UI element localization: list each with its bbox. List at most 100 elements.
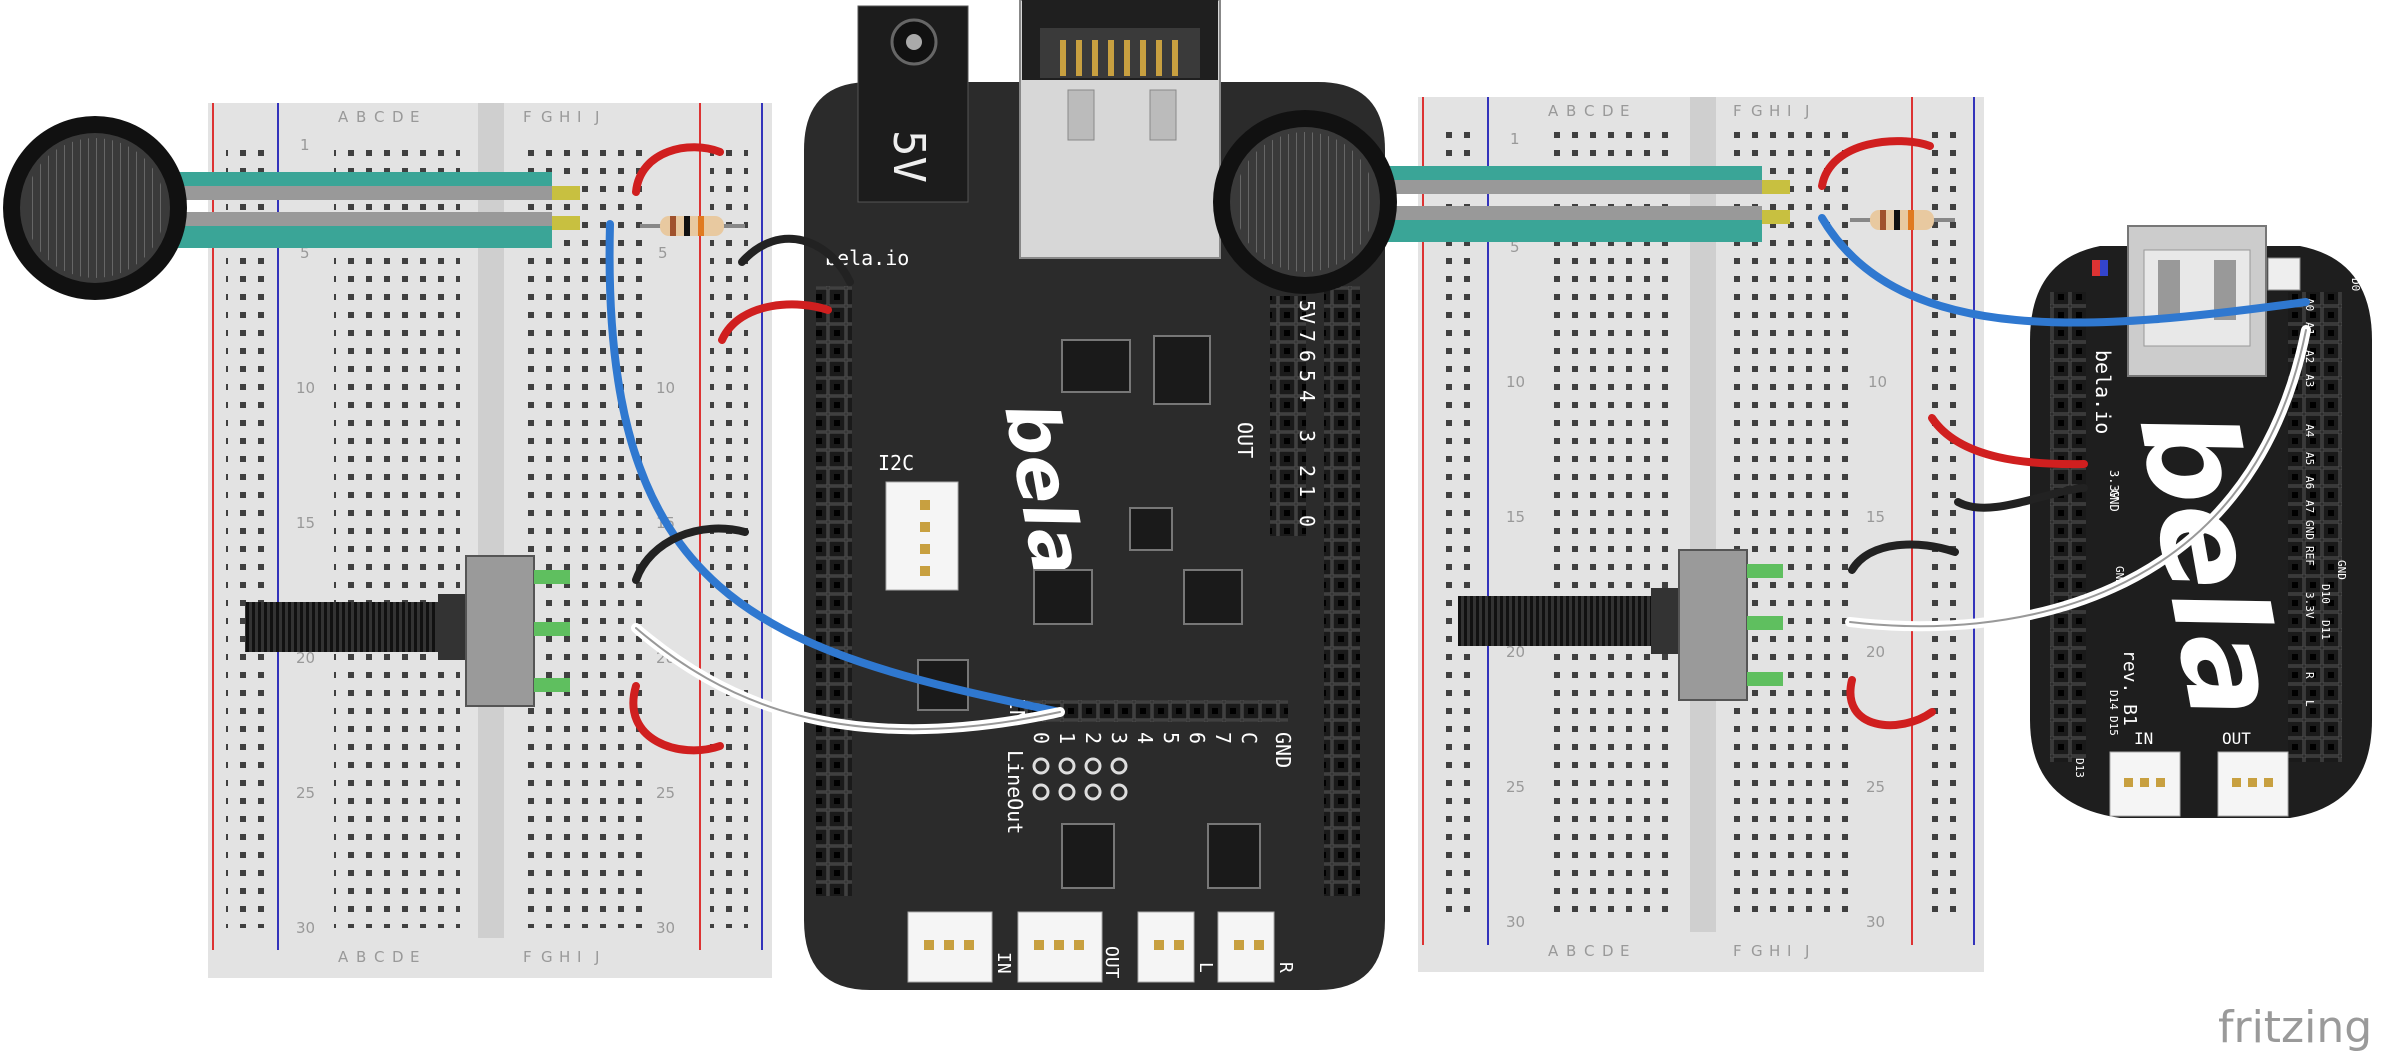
col-letter: C [1584,942,1594,960]
col-letter: I [577,948,581,966]
pin-label: D1 [2371,278,2384,291]
pin-label: A3 [2303,374,2316,387]
col-letter: J [594,108,599,126]
wire-blue [1818,214,2310,327]
pin-label: D12 [2371,758,2384,778]
row-number: 5 [300,244,310,262]
col-letter: E [410,948,419,966]
col-letter: I [1787,102,1791,120]
row-number: 20 [1866,643,1885,661]
power-jack-icon: 5V [857,5,969,203]
mini-left-pin-labels: 3.3V GND [2107,470,2121,512]
col-letter: I [1787,942,1791,960]
pin-label: 5 [1295,370,1319,382]
wire-red [1928,414,2088,469]
fsr-sensor-right-icon [1213,110,1790,294]
col-letter: A [1548,942,1559,960]
pin-label: 3.3V [2107,470,2121,499]
pin-label: D11 [2319,620,2332,640]
pin-label: D4 [2371,374,2384,388]
row-number: 1 [1510,130,1520,148]
column-letters-right: A B C D E F G H I J A B C D E F G H I J [1548,102,1809,960]
pin-label: GND [2335,560,2348,580]
col-letter: C [1584,102,1594,120]
pin-label: D0 [2349,278,2362,291]
pin-label: 3 [1295,430,1319,442]
row-numbers-right: 1 5 10 15 20 25 30 10 15 20 25 30 [1506,130,1887,931]
row-number: 25 [656,784,675,802]
col-letter: G [541,948,553,966]
lineout-label: LineOut [1003,750,1027,834]
pin-label: D7 [2371,536,2384,549]
lineout-holes [1032,757,1128,801]
wire-black [1848,540,1959,574]
col-letter: B [356,948,366,966]
pin-header-right [1324,286,1360,896]
pin-label: 7 [1211,732,1235,744]
pin-label: R [2303,672,2316,679]
col-letter: A [338,948,349,966]
wire-black [738,234,854,286]
wire-black [1954,484,2088,512]
row-number: 15 [1866,508,1885,526]
audio-out-label: OUT [1101,946,1122,979]
pin-label: D3 [2371,350,2384,363]
pin-header-analog [1018,700,1288,722]
ethernet-jack-icon [1019,0,1221,259]
wire-white-outline [1849,329,2307,628]
col-letter: E [1620,102,1629,120]
col-letter: H [559,108,570,126]
pin-label: A2 [2303,350,2316,363]
pin-label: 5 [1159,732,1183,744]
pin-label: 5V [1295,300,1319,324]
col-letter: G [1751,942,1763,960]
resistor-left-icon [640,216,745,236]
col-letter: C [374,108,384,126]
pin-label: 2 [1295,465,1319,477]
col-letter: C [374,948,384,966]
mini-audio-in-label: IN [2134,729,2153,748]
audio-l-label: L [1195,962,1216,973]
mini-pin-header-left [2050,292,2086,762]
col-letter: J [1804,942,1809,960]
wires [605,137,2311,755]
pin-label: A7 [2303,500,2316,513]
wire-blue [605,220,1064,716]
row-number: 30 [656,919,675,937]
col-letter: H [1769,102,1780,120]
pin-label: L [2303,700,2316,707]
pin-label: D13 [2073,758,2086,778]
col-letter: B [1566,942,1576,960]
column-letters-left: A B C D E F G H I J A B C D E F G H I J [338,108,599,966]
row-number: 15 [296,514,315,532]
row-number: 5 [1510,238,1520,256]
row-number: 10 [1868,373,1887,391]
bela-main-board: 5V bela.io bela I2C 5V [804,0,1385,990]
pin-label: 1 [1295,485,1319,497]
row-number: 30 [1506,913,1525,931]
row-number: 30 [1866,913,1885,931]
reset-button[interactable] [2267,257,2301,291]
col-letter: D [1602,102,1614,120]
resistor-right-icon [1850,210,1955,230]
pin-label: 6 [1295,350,1319,362]
row-number: 10 [1506,373,1525,391]
pin-label: GND [1271,732,1295,768]
row-number: 5 [658,244,668,262]
chips [917,335,1261,889]
pin-label: 4 [1133,732,1157,744]
breadboard-right: A B C D E F G H I J A B C D E F G H I J … [1418,97,1984,972]
fritzing-watermark: fritzing [2218,1002,2372,1053]
col-letter: D [1602,942,1614,960]
analog-pin-labels: IN 0 1 2 3 4 5 6 7 C GND LineOut [1003,698,1295,834]
pin-label: D9 [2371,584,2384,597]
audio-connectors: IN OUT L R [907,911,1296,983]
pin-label: D15 [2107,716,2120,736]
pin-label: 0 [1295,515,1319,527]
digital-pin-labels: 5V 7 6 5 4 3 2 1 0 OUT [1233,300,1319,527]
pin-label: 3.3V [2303,592,2316,619]
power-label: 5V [883,130,934,183]
col-letter: B [1566,102,1576,120]
col-letter: E [1620,942,1629,960]
col-letter: E [410,108,419,126]
